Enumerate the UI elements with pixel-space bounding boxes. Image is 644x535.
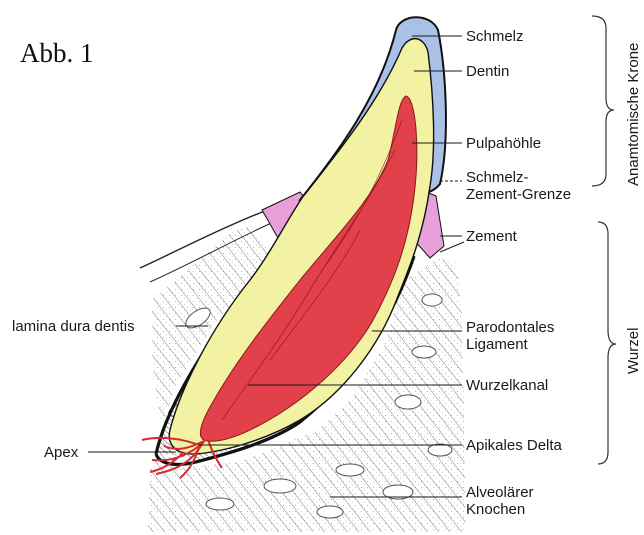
label-pulpahoehle: Pulpahöhle: [466, 135, 541, 152]
krone-bracket: [592, 16, 614, 186]
label-parodontales-1: Parodontales: [466, 319, 554, 336]
wurzel-bracket: [598, 222, 616, 464]
label-sz-grenze-1: Schmelz-: [466, 169, 529, 186]
figure-label: Abb. 1: [20, 38, 94, 68]
label-dentin: Dentin: [466, 63, 509, 80]
group-label-krone: Anamtomische Krone: [625, 43, 642, 186]
group-label-wurzel: Wurzel: [625, 328, 642, 374]
label-alveolaerer-1: Alveolärer: [466, 484, 534, 501]
label-zement: Zement: [466, 228, 518, 245]
label-alveolaerer-2: Knochen: [466, 501, 525, 518]
label-sz-grenze-2: Zement-Grenze: [466, 186, 571, 203]
label-wurzelkanal: Wurzelkanal: [466, 377, 548, 394]
label-apikales-delta: Apikales Delta: [466, 437, 563, 454]
label-lamina-dura: lamina dura dentis: [12, 318, 135, 335]
label-parodontales-2: Ligament: [466, 336, 529, 353]
label-apex: Apex: [44, 444, 79, 461]
label-schmelz: Schmelz: [466, 28, 524, 45]
